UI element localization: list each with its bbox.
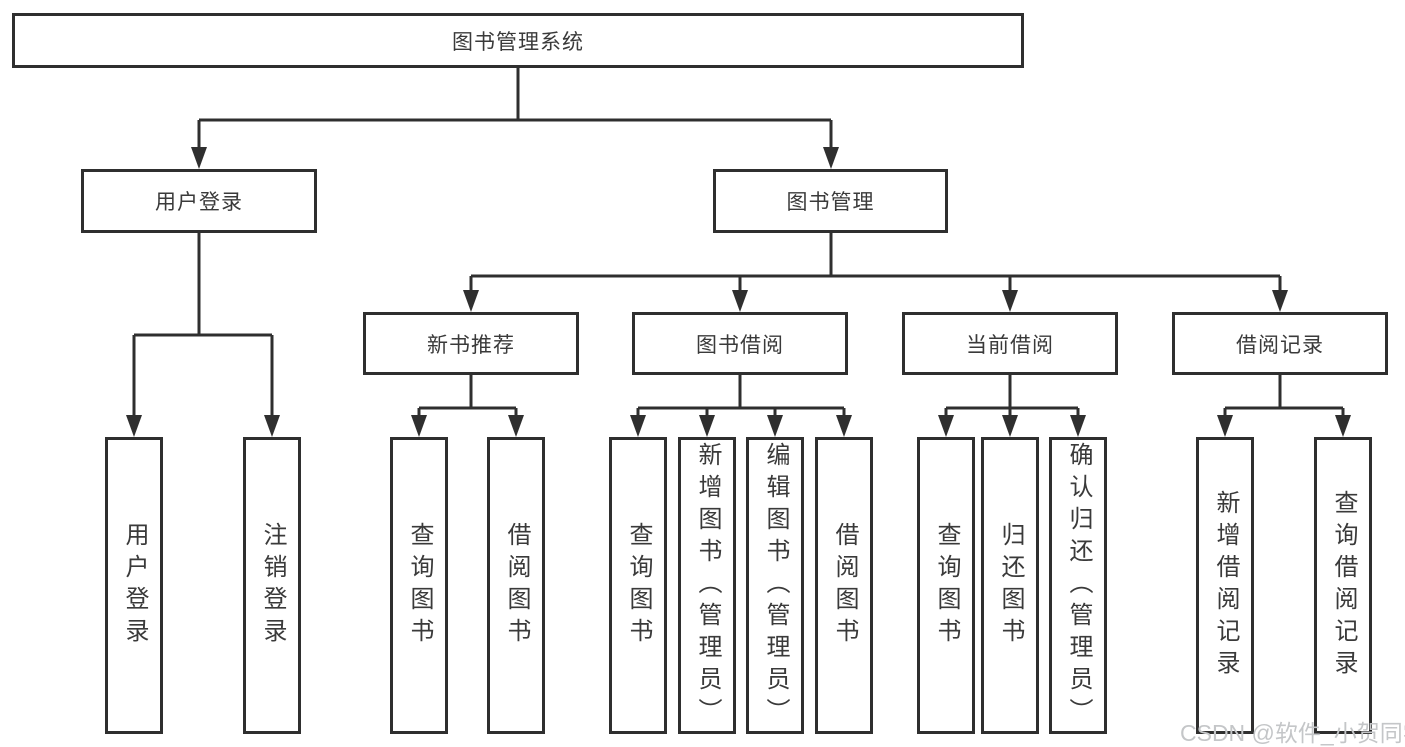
node-root-label: 图书管理系统 bbox=[452, 30, 584, 54]
leaf-edit-books-admin: 编辑图书（管理员） bbox=[746, 437, 804, 734]
connector-book-borrow-branch bbox=[636, 375, 846, 420]
leaf-query-borrow-record: 查询借阅记录 bbox=[1314, 437, 1372, 734]
node-current-borrow: 当前借阅 bbox=[902, 312, 1118, 375]
leaf-query-books-recommend: 查询图书 bbox=[390, 437, 448, 734]
csdn-watermark: CSDN @软件_小贺同学 bbox=[1180, 720, 1405, 746]
node-book-borrow: 图书借阅 bbox=[632, 312, 848, 375]
connector-new-book-rec-branch bbox=[417, 375, 518, 420]
leaf-confirm-return-admin-label: 确认归还（管理员） bbox=[1065, 441, 1092, 730]
leaf-edit-books-admin-label: 编辑图书（管理员） bbox=[762, 441, 789, 730]
node-new-book-recommend-label: 新书推荐 bbox=[427, 333, 515, 357]
leaf-logout: 注销登录 bbox=[243, 437, 301, 734]
leaf-user-login: 用户登录 bbox=[105, 437, 163, 734]
leaf-return-books: 归还图书 bbox=[981, 437, 1039, 734]
leaf-add-borrow-record-label: 新增借阅记录 bbox=[1212, 489, 1239, 682]
leaf-query-books-borrow: 查询图书 bbox=[609, 437, 667, 734]
leaf-add-books-admin: 新增图书（管理员） bbox=[678, 437, 736, 734]
node-book-borrow-label: 图书借阅 bbox=[696, 333, 784, 357]
node-user-login-group-label: 用户登录 bbox=[155, 191, 243, 214]
node-book-management-label: 图书管理 bbox=[786, 191, 875, 214]
leaf-add-borrow-record: 新增借阅记录 bbox=[1196, 437, 1254, 734]
leaf-user-login-label: 用户登录 bbox=[121, 521, 148, 650]
node-root-system: 图书管理系统 bbox=[12, 13, 1024, 68]
leaf-borrow-books-label: 借阅图书 bbox=[831, 521, 858, 650]
leaf-borrow-books: 借阅图书 bbox=[815, 437, 873, 734]
leaf-logout-label: 注销登录 bbox=[259, 521, 286, 650]
leaf-borrow-books-recommend-label: 借阅图书 bbox=[503, 521, 530, 650]
node-new-book-recommend: 新书推荐 bbox=[363, 312, 579, 375]
node-borrow-records: 借阅记录 bbox=[1172, 312, 1388, 375]
leaf-query-books-current: 查询图书 bbox=[917, 437, 975, 734]
connector-current-borrow-branch bbox=[944, 375, 1080, 420]
leaf-confirm-return-admin: 确认归还（管理员） bbox=[1049, 437, 1107, 734]
node-user-login-group: 用户登录 bbox=[81, 169, 317, 233]
node-borrow-records-label: 借阅记录 bbox=[1236, 333, 1324, 357]
arrowheads bbox=[126, 147, 1351, 437]
connector-root-to-level2 bbox=[197, 68, 833, 152]
connector-user-login-branch bbox=[132, 233, 274, 420]
leaf-borrow-books-recommend: 借阅图书 bbox=[487, 437, 545, 734]
leaf-query-borrow-record-label: 查询借阅记录 bbox=[1330, 489, 1357, 682]
leaf-query-books-recommend-label: 查询图书 bbox=[406, 521, 433, 650]
leaf-return-books-label: 归还图书 bbox=[997, 521, 1024, 650]
node-book-management: 图书管理 bbox=[713, 169, 948, 233]
leaf-query-books-borrow-label: 查询图书 bbox=[625, 521, 652, 650]
node-current-borrow-label: 当前借阅 bbox=[966, 333, 1054, 357]
leaf-query-books-current-label: 查询图书 bbox=[933, 521, 960, 650]
connector-book-mgmt-to-level3 bbox=[469, 233, 1282, 296]
connector-borrow-records-branch bbox=[1223, 375, 1345, 420]
leaf-add-books-admin-label: 新增图书（管理员） bbox=[694, 441, 721, 730]
